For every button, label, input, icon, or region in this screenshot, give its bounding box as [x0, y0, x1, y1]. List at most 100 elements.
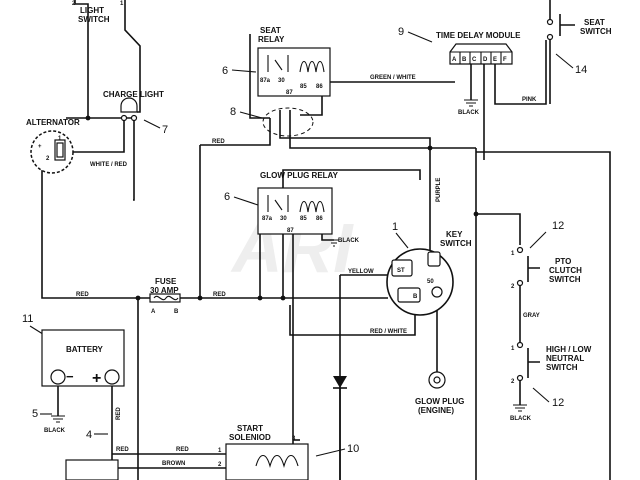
svg-text:A: A	[151, 309, 156, 315]
svg-text:BLACK: BLACK	[458, 110, 480, 116]
time-delay-module: 9 TIME DELAY MODULE A B C D E F	[398, 26, 521, 107]
fuse: FUSE 30 AMP A B	[149, 277, 181, 315]
svg-text:BATTERY: BATTERY	[66, 345, 104, 354]
svg-text:C: C	[472, 57, 477, 63]
svg-text:BLACK: BLACK	[44, 428, 66, 434]
svg-text:−: −	[66, 369, 74, 384]
svg-text:SWITCH: SWITCH	[546, 363, 578, 372]
svg-text:YELLOW: YELLOW	[348, 269, 374, 275]
alternator: ALTERNATOR + 1 2	[26, 118, 80, 174]
svg-text:2: 2	[46, 156, 50, 162]
svg-text:14: 14	[575, 64, 587, 76]
svg-text:2: 2	[72, 1, 76, 7]
svg-text:87a: 87a	[260, 78, 271, 84]
charge-light: CHARGE LIGHT 7	[103, 90, 168, 136]
svg-text:SWITCH: SWITCH	[549, 275, 581, 284]
starter-motor	[65, 459, 119, 480]
svg-text:5: 5	[32, 408, 38, 420]
svg-text:RED: RED	[212, 139, 225, 145]
svg-text:6: 6	[224, 191, 230, 203]
svg-text:1: 1	[120, 1, 124, 7]
svg-text:87a: 87a	[262, 216, 273, 222]
svg-text:(ENGINE): (ENGINE)	[418, 406, 454, 415]
svg-text:SWITCH: SWITCH	[440, 239, 472, 248]
svg-text:50: 50	[427, 279, 434, 285]
svg-text:1: 1	[511, 346, 515, 352]
svg-text:30: 30	[278, 78, 285, 84]
svg-text:RED: RED	[176, 447, 189, 453]
svg-text:ST: ST	[397, 268, 405, 274]
svg-text:+: +	[38, 144, 42, 150]
battery: 11 BATTERY − +	[22, 313, 125, 423]
svg-text:GREEN / WHITE: GREEN / WHITE	[370, 75, 416, 81]
glow-plug-relay-box	[257, 187, 333, 235]
svg-text:B: B	[413, 294, 418, 300]
svg-text:30 AMP: 30 AMP	[150, 286, 179, 295]
svg-text:HIGH / LOW: HIGH / LOW	[546, 345, 592, 354]
svg-text:12: 12	[552, 220, 564, 232]
key-switch: 1 KEY SWITCH ST B 50	[386, 221, 472, 316]
svg-text:START: START	[237, 424, 263, 433]
svg-text:2: 2	[511, 379, 515, 385]
svg-text:SWITCH: SWITCH	[78, 15, 110, 24]
svg-text:86: 86	[316, 84, 323, 90]
seat-switch: SEAT SWITCH 14	[546, 14, 612, 76]
svg-text:RED: RED	[116, 447, 129, 453]
svg-text:F: F	[503, 57, 507, 63]
svg-text:SWITCH: SWITCH	[580, 27, 612, 36]
pto-clutch-switch: 12 1 2 PTO CLUTCH SWITCH	[511, 220, 582, 290]
svg-text:FUSE: FUSE	[155, 277, 177, 286]
svg-text:30: 30	[280, 216, 287, 222]
svg-text:PURPLE: PURPLE	[436, 178, 442, 202]
svg-text:KEY: KEY	[446, 230, 463, 239]
svg-text:A: A	[452, 57, 457, 63]
svg-text:RED: RED	[213, 292, 226, 298]
connector-8: 8	[230, 106, 314, 137]
svg-text:PINK: PINK	[522, 97, 537, 103]
svg-text:SOLENIOD: SOLENIOD	[229, 433, 271, 442]
svg-text:E: E	[493, 57, 497, 63]
svg-text:GLOW PLUG RELAY: GLOW PLUG RELAY	[260, 171, 339, 180]
neutral-switch: 1 2 HIGH / LOW NEUTRAL SWITCH 12	[511, 341, 592, 412]
svg-text:SEAT: SEAT	[584, 18, 605, 27]
svg-text:12: 12	[552, 397, 564, 409]
svg-text:ALTERNATOR: ALTERNATOR	[26, 118, 80, 127]
start-solenoid: START SOLENIOD 1 2 3 10	[218, 424, 359, 480]
svg-text:BROWN: BROWN	[162, 461, 185, 467]
svg-text:11: 11	[22, 313, 33, 325]
svg-text:WHITE / RED: WHITE / RED	[90, 162, 128, 168]
svg-text:1: 1	[58, 136, 62, 142]
svg-text:87: 87	[287, 228, 294, 234]
svg-text:TIME DELAY MODULE: TIME DELAY MODULE	[436, 31, 521, 40]
ref-labels: 5 4	[32, 408, 108, 441]
diode	[333, 376, 347, 389]
svg-text:1: 1	[392, 221, 398, 233]
svg-text:SEAT: SEAT	[260, 26, 281, 35]
seat-relay-box	[257, 47, 331, 97]
svg-text:1: 1	[218, 448, 222, 454]
svg-text:9: 9	[398, 26, 404, 38]
svg-text:86: 86	[316, 216, 323, 222]
svg-text:B: B	[174, 309, 179, 315]
svg-text:NEUTRAL: NEUTRAL	[546, 354, 584, 363]
svg-text:GLOW PLUG: GLOW PLUG	[415, 397, 464, 406]
glow-plug: GLOW PLUG (ENGINE)	[415, 371, 464, 415]
svg-text:4: 4	[86, 429, 92, 441]
svg-text:PTO: PTO	[555, 257, 571, 266]
svg-text:RED / WHITE: RED / WHITE	[370, 329, 407, 335]
svg-text:LIGHT: LIGHT	[80, 6, 104, 15]
svg-text:10: 10	[347, 443, 359, 455]
svg-text:RELAY: RELAY	[258, 35, 285, 44]
svg-text:3: 3	[292, 436, 296, 442]
svg-text:+: +	[92, 370, 101, 387]
light-switch: 2 1 LIGHT SWITCH	[72, 1, 124, 24]
seat-relay: SEAT RELAY 6 87a 30 87 85 86	[222, 26, 331, 97]
svg-text:2: 2	[218, 462, 222, 468]
svg-text:8: 8	[230, 106, 236, 118]
svg-text:87: 87	[286, 90, 293, 96]
svg-text:CHARGE LIGHT: CHARGE LIGHT	[103, 90, 164, 99]
svg-text:BLACK: BLACK	[510, 416, 532, 422]
svg-text:2: 2	[511, 284, 515, 290]
svg-text:B: B	[462, 57, 467, 63]
